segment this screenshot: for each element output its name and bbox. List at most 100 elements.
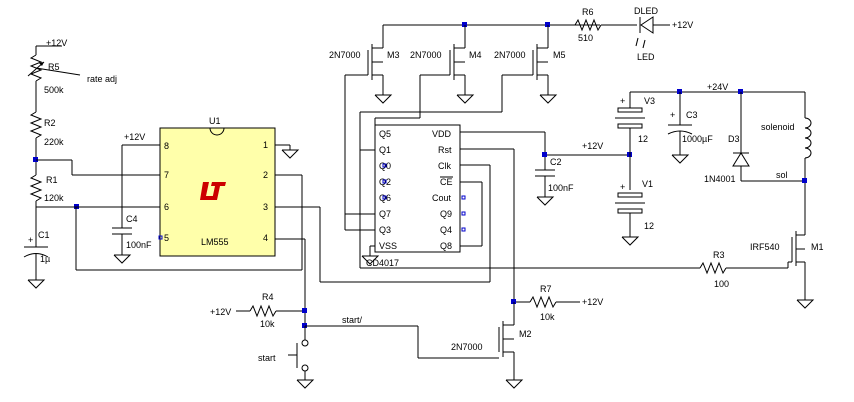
r4-resistor: +12V R4 10k <box>210 292 305 329</box>
dled-ref: DLED <box>634 6 659 16</box>
u1-pin-8: 8 <box>164 141 169 151</box>
lm555-timer-ic: U1 LM555 8 7 6 5 1 2 3 4 <box>158 116 276 257</box>
junction-dot <box>511 299 516 304</box>
v1-value: 12 <box>644 221 654 231</box>
c4-ref: C4 <box>126 214 138 224</box>
r4-ref: R4 <box>262 292 274 302</box>
m1-part: IRF540 <box>750 242 780 252</box>
pin-cout: Cout <box>432 193 452 203</box>
unconnected-pin-marker <box>382 179 387 184</box>
m3-part: 2N7000 <box>329 50 361 60</box>
pin-vdd: VDD <box>432 129 452 139</box>
c4-capacitor: +12V C4 100nF <box>112 132 160 264</box>
r7-resistor: R7 10k +12V <box>514 284 603 322</box>
junction-dot <box>302 323 307 328</box>
light-emission-arrow-icon <box>635 37 639 47</box>
c3-value: 1000µF <box>682 134 713 144</box>
v3-value: 12 <box>638 134 648 144</box>
r5-value: 500k <box>44 85 64 95</box>
ground-icon <box>361 255 380 265</box>
r7-value: 10k <box>540 312 555 322</box>
m5-part: 2N7000 <box>494 50 526 60</box>
pin-q8: Q8 <box>440 241 452 251</box>
start-switch-label: start <box>258 353 276 363</box>
c1-plus: + <box>28 235 33 245</box>
ground-icon <box>296 379 315 389</box>
r7-ref: R7 <box>540 284 552 294</box>
d3-part: 1N4001 <box>704 174 736 184</box>
start-pushbutton-switch[interactable]: start <box>258 326 315 389</box>
r1-value: 120k <box>44 193 64 203</box>
v1-ref: V1 <box>642 179 653 189</box>
ground-icon <box>621 236 640 246</box>
v3-plus: + <box>620 96 625 106</box>
ground-icon <box>113 254 132 264</box>
r4-value: 10k <box>260 319 275 329</box>
ground-icon <box>456 94 475 104</box>
u1-pin-2: 2 <box>263 170 268 180</box>
unconnected-pin-marker <box>382 163 387 168</box>
c3-ref: C3 <box>686 110 698 120</box>
r7-supply-label: +12V <box>582 297 603 307</box>
rate-adj-label: rate adj <box>87 74 117 84</box>
ground-icon <box>539 94 558 104</box>
c1-value: 1µ <box>40 254 50 264</box>
r3-ref: R3 <box>713 250 725 260</box>
r3-resistor: R3 100 <box>500 250 792 289</box>
solenoid-coil: solenoid sol <box>761 92 812 235</box>
led-supply-label: +12V <box>672 20 693 30</box>
pin-q4: Q4 <box>440 225 452 235</box>
m2-ref: M2 <box>519 329 532 339</box>
u1-ref: U1 <box>209 116 221 126</box>
ground-icon <box>505 379 524 389</box>
u1-pin-5: 5 <box>164 233 169 243</box>
unconnected-pin-marker <box>461 227 466 232</box>
pin-q3: Q3 <box>379 225 391 235</box>
u1-supply-label: +12V <box>124 132 145 142</box>
junction-dot <box>677 89 682 94</box>
c2-capacitor: C2 100nF +12V <box>535 141 630 206</box>
pin-clk: Clk <box>438 161 451 171</box>
r3-value: 100 <box>714 279 729 289</box>
unconnected-pin-marker <box>382 195 387 200</box>
v3-battery: + V3 12 <box>615 92 655 155</box>
junction-dot <box>542 152 547 157</box>
u1-pin-1: 1 <box>263 140 268 150</box>
c4-value: 100nF <box>126 240 152 250</box>
r2-ref: R2 <box>44 118 56 128</box>
sol-net-label: sol <box>776 170 788 180</box>
pin-vss: VSS <box>379 241 397 251</box>
m5-mosfet: 2N7000 M5 <box>359 25 566 151</box>
v1-battery: + V1 12 <box>615 155 654 246</box>
u1-pin-4: 4 <box>263 233 268 243</box>
junction-dot <box>545 22 550 27</box>
linear-technology-logo-icon <box>200 182 226 200</box>
unconnected-pin-marker <box>461 211 466 216</box>
c2-ref: C2 <box>550 157 562 167</box>
c2-supply-label: +12V <box>582 141 603 151</box>
unconnected-pin-marker <box>158 235 163 240</box>
d3-diode: D3 1N4001 <box>704 92 805 184</box>
v24-rail-label: +24V <box>707 82 728 92</box>
c3-plus: + <box>670 110 675 120</box>
pin-q6: Q6 <box>379 193 391 203</box>
r5-supply-label: +12V <box>46 38 67 48</box>
junction-dot <box>302 308 307 313</box>
m3-ref: M3 <box>387 50 400 60</box>
cd4017-counter-ic: CD4017 Q5 Q1 Q0 Q2 Q6 Q7 Q3 VSS VDD Rst … <box>366 124 466 268</box>
ground-icon <box>671 154 690 164</box>
v3-ref: V3 <box>644 96 655 106</box>
dled-light-emitting-diode: DLED LED +12V <box>634 6 693 62</box>
m4-part: 2N7000 <box>410 50 442 60</box>
ground-icon <box>374 94 393 104</box>
pin-q1: Q1 <box>379 145 391 155</box>
r2-value: 220k <box>44 137 64 147</box>
pin-q5: Q5 <box>379 129 391 139</box>
junction-dot <box>802 178 807 183</box>
start-net-label: start/ <box>342 315 363 325</box>
m3-mosfet: 2N7000 M3 <box>329 25 400 231</box>
u1-pin-7: 7 <box>164 170 169 180</box>
ground-icon <box>27 279 46 289</box>
r6-ref: R6 <box>582 7 594 17</box>
